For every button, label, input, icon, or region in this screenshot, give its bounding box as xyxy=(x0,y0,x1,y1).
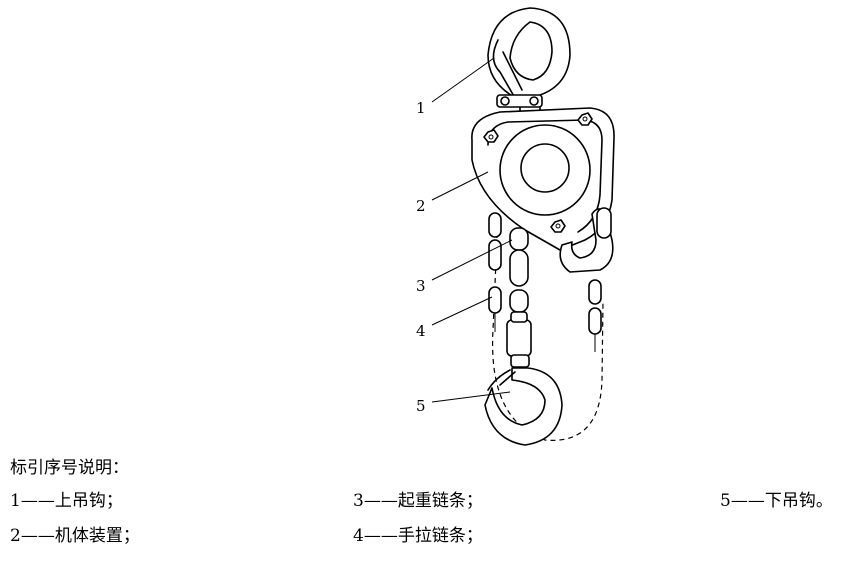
chain-hoist-diagram: 1 2 3 4 5 xyxy=(416,7,615,446)
callout-4: 4 xyxy=(416,322,426,340)
hand-chain-left xyxy=(488,212,502,332)
callout-1: 1 xyxy=(416,99,426,117)
legend-item-3: 3——起重链条； xyxy=(353,491,483,511)
callout-5: 5 xyxy=(416,397,426,415)
callout-line-5 xyxy=(431,391,511,403)
legend-item-5: 5——下吊钩。 xyxy=(720,491,833,511)
callout-line-3 xyxy=(431,239,513,281)
load-chain xyxy=(506,227,532,357)
hoist-body xyxy=(471,107,615,251)
callout-2: 2 xyxy=(416,197,426,215)
legend-item-1: 1——上吊钩； xyxy=(10,491,123,511)
hand-chain-loop xyxy=(491,214,604,441)
callout-3: 3 xyxy=(416,277,426,295)
callout-line-4 xyxy=(431,296,493,326)
hand-chain-right xyxy=(559,207,614,352)
legend-heading: 标引序号说明： xyxy=(10,458,129,478)
legend-item-2: 2——机体装置； xyxy=(10,526,140,546)
callout-line-2 xyxy=(431,171,489,201)
bottom-hook xyxy=(484,354,563,446)
top-hook xyxy=(487,7,571,113)
legend-item-4: 4——手拉链条； xyxy=(353,526,483,546)
callout-line-1 xyxy=(431,57,495,103)
